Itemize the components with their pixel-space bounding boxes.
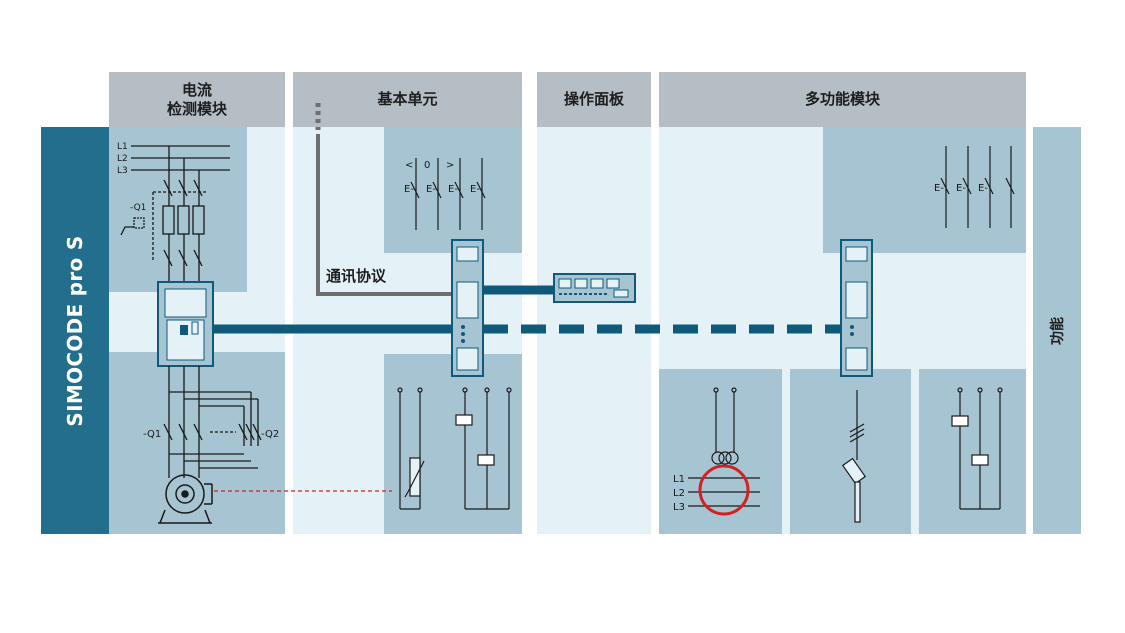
header-basic-unit: 基本单元 [293,72,522,127]
switch-e-2: E- [426,184,436,195]
header-current-module-line2: 检测模块 [166,99,227,118]
panel-mfm-outputs [919,369,1026,534]
motor-feeder-lines [163,366,262,478]
ground-fault-transformer-icon [688,387,760,516]
phase-label-l2-gf: L2 [673,488,685,499]
multifunction-module-icon [840,239,873,377]
header-current-module: 电流 检测模块 [109,72,285,127]
phase-label-l3-top: L3 [117,166,128,176]
phase-label-l3-gf: L3 [673,502,685,513]
comm-protocol-label: 通讯协议 [326,267,387,285]
breaker-label-q2: -Q2 [261,429,279,440]
breaker-label-q1: -Q1 [143,429,161,440]
mfm-switch-e-1: E- [934,183,944,194]
panel-basic-thermistor [384,354,522,534]
panel-motor-feeder [109,352,285,534]
switch-e-1: E- [404,184,414,195]
mfm-switch-e-3: E- [978,183,988,194]
digital-input-icon [940,146,1015,228]
relay-coil-icon [455,414,495,466]
header-multifunction-module-label: 多功能模块 [804,90,880,108]
header-multifunction-module: 多功能模块 [659,72,1026,127]
power-lines [120,145,230,282]
panel-temperature [790,369,911,534]
digital-output-icon [951,387,1003,510]
switch-e-3: E- [448,184,458,195]
contactor-icon [157,281,214,367]
switch-symbol-zero: 0 [424,160,430,171]
switch-e-4: E- [470,184,480,195]
panel-basic-inputs [384,127,522,253]
system-bus [212,285,842,334]
operator-panel-icon [553,273,636,303]
breaker-label-q1-top: -Q1 [130,203,146,213]
header-operator-panel: 操作面板 [537,72,651,127]
phase-label-l2-top: L2 [117,154,128,164]
communication-line [315,103,452,296]
motor-icon [158,474,213,524]
switch-symbol-left: < [405,160,413,171]
phase-label-l1-top: L1 [117,142,128,152]
phase-label-l1-gf: L1 [673,474,685,485]
switch-symbol-right: > [446,160,454,171]
panel-operator-bg [537,127,651,534]
header-basic-unit-label: 基本单元 [377,90,438,108]
panel-mfm-inputs [823,127,1026,253]
function-bar: 功能 [1033,127,1081,534]
temperature-sensor-icon [841,390,867,523]
thermistor-icon [404,457,425,498]
basic-unit-inputs [410,158,486,230]
brand-bar: SIMOCODE pro S [41,127,109,534]
basic-unit-module-icon [451,239,484,377]
header-operator-panel-label: 操作面板 [563,90,624,108]
header-current-module-line1: 电流 [181,80,212,99]
mfm-switch-e-2: E- [956,183,966,194]
